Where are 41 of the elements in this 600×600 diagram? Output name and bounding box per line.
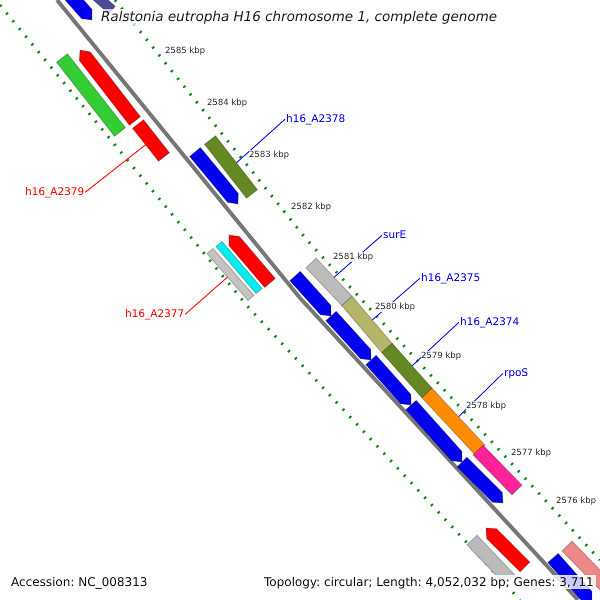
map-title: Ralstonia eutropha H16 chromosome 1, complete genome	[101, 9, 498, 26]
tick-label: 2585 kbp	[165, 46, 206, 56]
tick-label: 2581 kbp	[333, 252, 374, 262]
tick-label: 2578 kbp	[466, 401, 506, 412]
gene-bar	[325, 310, 372, 361]
gene-bar	[64, 0, 92, 21]
gene-bar	[206, 248, 255, 302]
leader-line	[236, 118, 286, 164]
gene-bar	[305, 258, 353, 306]
tick-label: 2584 kbp	[207, 98, 248, 108]
gene-bar	[56, 53, 126, 137]
info-text: Topology: circular; Length: 4,052,032 bp; Genes: 3,711	[262, 575, 596, 590]
tick-label: 2580 kbp	[375, 302, 416, 312]
gene-label: h16_A2378	[286, 113, 346, 126]
gene-label: h16_A2377	[125, 308, 184, 321]
gene-bar	[188, 146, 239, 205]
tick-label: 2583 kbp	[249, 150, 290, 160]
leader-line	[184, 276, 228, 315]
tick-label: 2582 kbp	[291, 202, 332, 212]
info-text: Accession: NC_008313	[9, 575, 150, 590]
leader-line	[412, 322, 460, 366]
gene-bar	[365, 354, 412, 406]
gene-label: h16_A2374	[460, 316, 520, 329]
gene-bar	[405, 400, 462, 463]
gene-label: surE	[383, 229, 406, 242]
gene-bar	[132, 119, 170, 162]
tick-label: 2579 kbp	[421, 351, 462, 362]
gene-bar	[421, 388, 486, 456]
gene-label: h16_A2375	[421, 272, 480, 285]
gene-bar	[78, 49, 142, 126]
gene-bar	[289, 270, 332, 317]
tick-label: 2576 kbp	[556, 496, 596, 506]
gene-bar	[456, 456, 504, 504]
gene-label: rpoS	[504, 367, 528, 380]
leader-line	[84, 144, 146, 193]
gene-bar	[485, 527, 531, 573]
gene-bar	[561, 540, 600, 591]
gene-label: h16_A2379	[25, 186, 84, 199]
gene-bar	[228, 234, 276, 288]
gene-bar	[215, 240, 263, 294]
tick-label: 2577 kbp	[511, 448, 552, 458]
